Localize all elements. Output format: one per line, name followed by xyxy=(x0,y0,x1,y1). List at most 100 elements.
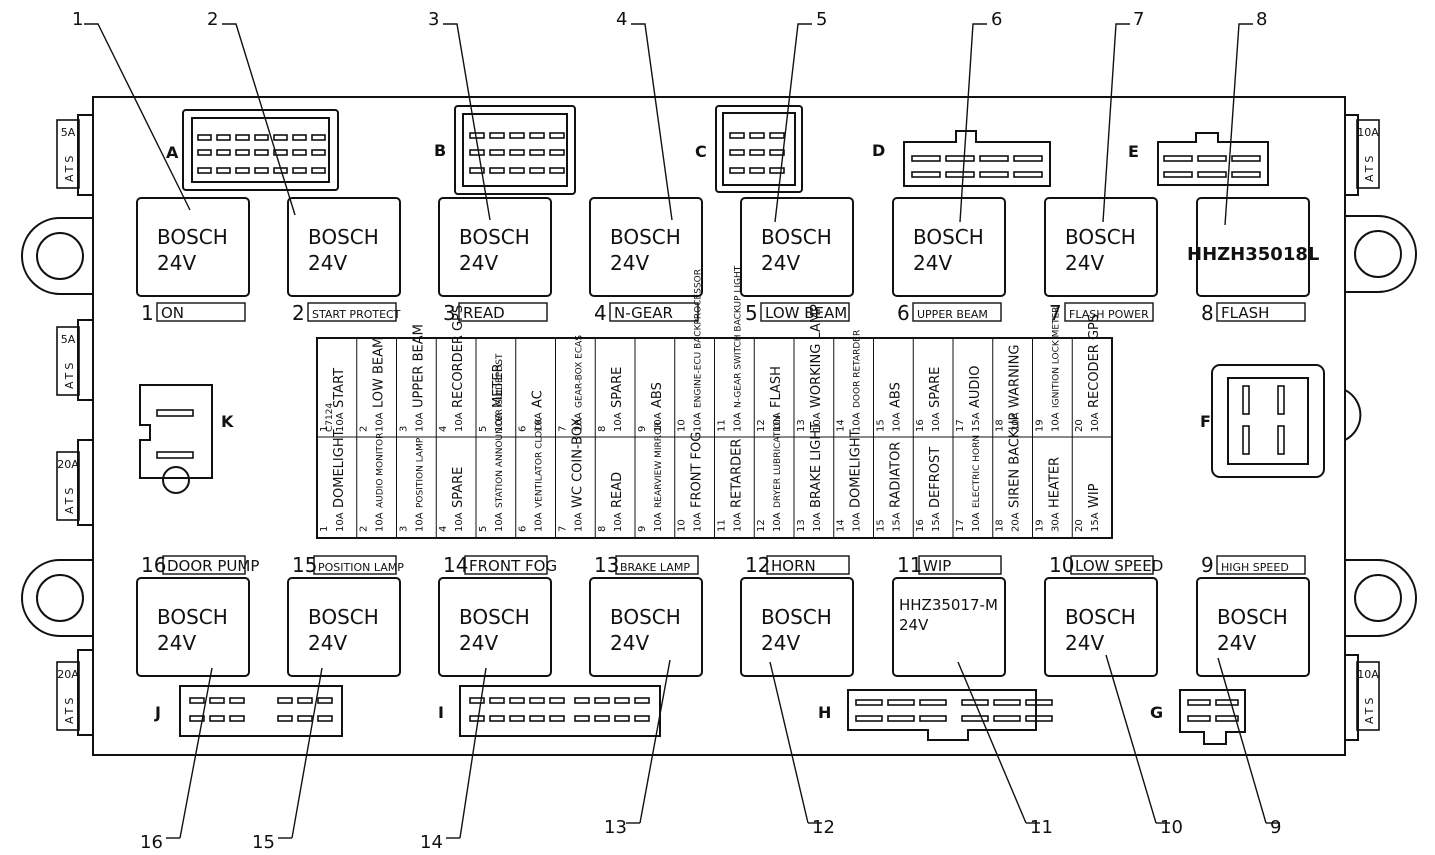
callout-4: 4 xyxy=(616,9,673,221)
fuse-rating: 20A xyxy=(1011,412,1022,432)
callout-number: 4 xyxy=(616,9,627,30)
housing-tab xyxy=(77,439,93,526)
fuse-rating: 10A xyxy=(573,512,584,532)
relay-number: 15 xyxy=(292,553,317,577)
side-fuse-type: ATS xyxy=(63,695,76,724)
fuse-name: RADIATOR xyxy=(888,442,903,508)
callout-15: 15 xyxy=(252,667,323,853)
relay-label: FLASH POWER xyxy=(1069,308,1149,321)
connector-a-inner xyxy=(191,117,330,183)
fuse-number: 1 xyxy=(319,426,330,432)
connector-f-body xyxy=(1211,364,1325,478)
fuse-name: RECODER GPS xyxy=(1087,314,1102,408)
fuse-rating: 10A xyxy=(335,412,346,432)
side-fuse-type: ATS xyxy=(63,485,76,514)
fuse-number: 6 xyxy=(518,526,529,532)
fuse-rating: 10A xyxy=(335,512,346,532)
fuse-number: 19 xyxy=(1034,519,1045,532)
callout-number: 12 xyxy=(812,817,835,838)
fuse-name: RECORDER GPS xyxy=(451,305,466,408)
relay-voltage: 24V xyxy=(610,631,649,655)
fuse-number: 3 xyxy=(398,426,409,432)
fuse-rating: 10A xyxy=(653,512,664,532)
fuse-number: 5 xyxy=(478,526,489,532)
relay-voltage: 24V xyxy=(761,631,800,655)
connector-d-body xyxy=(903,130,1051,187)
fuse-number: 2 xyxy=(359,526,370,532)
fuse-number: 9 xyxy=(637,526,648,532)
fuse-number: 3 xyxy=(398,526,409,532)
relay-label: LOW SPEED xyxy=(1075,557,1163,575)
fuse-number: 10 xyxy=(677,519,688,532)
callout-number: 3 xyxy=(428,9,439,30)
relay-brand: BOSCH xyxy=(610,225,681,249)
fuse-number: 8 xyxy=(597,526,608,532)
housing-tab xyxy=(77,114,93,196)
fuse-number: 18 xyxy=(995,419,1006,432)
fuse-name: SPARE xyxy=(610,367,625,408)
fuse-rating: 10A xyxy=(812,412,823,432)
callout-5: 5 xyxy=(774,9,827,223)
fuse-rating: 10A xyxy=(732,512,743,532)
fuse-rating: 10A xyxy=(454,412,465,432)
fuse-number: 13 xyxy=(796,519,807,532)
connector-d-label: D xyxy=(872,141,885,160)
connector-k-label: K xyxy=(221,412,234,431)
callout-number: 1 xyxy=(72,9,83,30)
fuse-name: DEFROST xyxy=(928,447,943,508)
callout-7: 7 xyxy=(1102,9,1144,223)
fuse-number: 6 xyxy=(518,426,529,432)
mounting-ear-right xyxy=(1345,559,1417,637)
fuse-number: 14 xyxy=(836,519,847,532)
fuse-rating: 10A xyxy=(573,412,584,432)
callout-number: 9 xyxy=(1270,817,1281,838)
connector-a-body xyxy=(182,109,339,191)
callout-number: 14 xyxy=(420,832,443,853)
fuse-number: 2 xyxy=(359,426,370,432)
connector-b-inner xyxy=(462,113,568,187)
fuse-number: 9 xyxy=(637,426,648,432)
relay-voltage: 24V xyxy=(610,251,649,275)
connector-i-label: I xyxy=(438,703,444,722)
fuse-name: DOOR RETARDER xyxy=(853,330,863,408)
fuse-number: 16 xyxy=(915,419,926,432)
fuse-name: SPARE xyxy=(928,367,943,408)
relay-label: UPPER BEAM xyxy=(917,308,988,321)
relay-label: ON xyxy=(161,304,184,322)
fuse-number: 14 xyxy=(836,419,847,432)
fuse-number: 4 xyxy=(438,426,449,432)
fuse-name: AC xyxy=(531,390,546,408)
fuse-rating: 10A xyxy=(1050,412,1061,432)
fuse-name: POSITION LAMP xyxy=(415,437,425,508)
fuse-name: WARNING xyxy=(1008,345,1023,408)
connector-g-body xyxy=(1179,689,1246,745)
callout-number: 2 xyxy=(207,9,218,30)
fuse-rating: 10A xyxy=(653,412,664,432)
relay-label: N-GEAR xyxy=(614,304,673,322)
fuse-number: 5 xyxy=(478,426,489,432)
relay-brand: BOSCH xyxy=(1065,225,1136,249)
relay-brand: BOSCH xyxy=(308,225,379,249)
callout-number: 6 xyxy=(991,9,1002,30)
fuse-rating: 10A xyxy=(375,412,386,432)
relay-voltage: 24V xyxy=(308,251,347,275)
connector-a-label: A xyxy=(166,143,179,162)
relay-brand: BOSCH xyxy=(1065,605,1136,629)
